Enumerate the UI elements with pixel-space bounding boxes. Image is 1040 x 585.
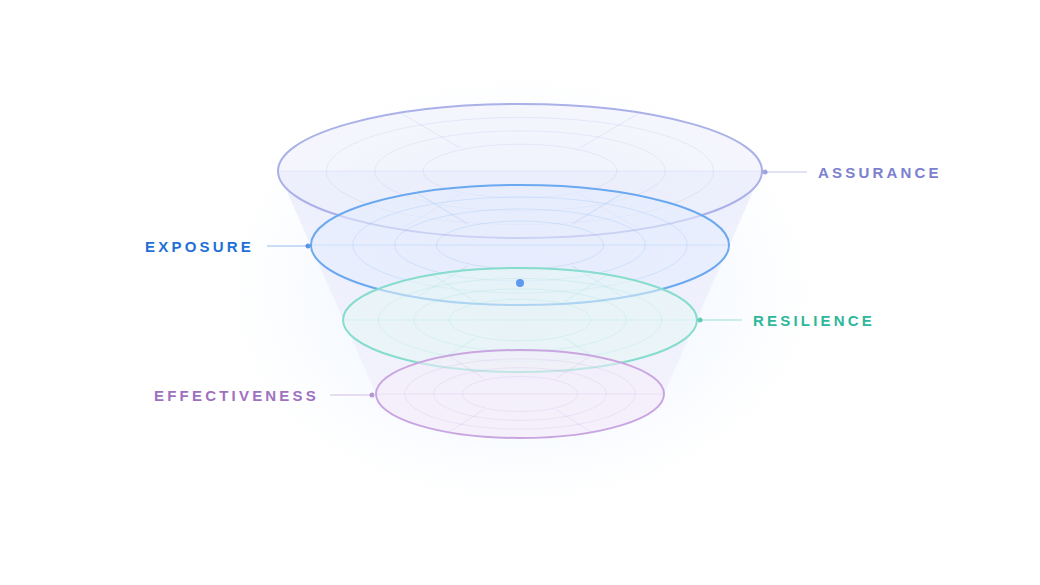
layer-label: EXPOSURE [145,239,254,254]
ring-fill [376,350,664,438]
layer-ring [376,350,664,438]
ring-spoke [556,355,592,378]
layer-label: ASSURANCE [818,165,942,180]
funnel-body [278,171,762,438]
leader-line [765,172,807,173]
center-dot [516,279,524,287]
leader-dot [698,318,703,323]
ring-spoke [416,192,468,224]
ring-outline [376,350,664,438]
ring-outline [311,185,729,305]
layer-label: EFFECTIVENESS [154,388,319,403]
ring-axis [311,245,729,246]
leader-dot [306,244,311,249]
ring-spoke [556,409,592,432]
leader-line [700,320,742,321]
ring-spoke [448,355,484,378]
layer-ring [311,185,729,305]
layer-label: RESILIENCE [753,313,875,328]
ring-spoke [572,192,624,224]
ring-spoke [448,409,484,432]
ring-fill [311,185,729,305]
leader-dot [763,170,768,175]
leader-dot [370,393,375,398]
ring-spoke [581,112,642,148]
leader-line [330,395,372,396]
background-glow [190,50,850,530]
ring-axis [343,320,697,321]
leader-line [267,246,308,247]
ring-spoke [564,274,608,302]
ring-axis [278,171,762,172]
ring-spoke [432,274,476,302]
ring-spoke [399,112,460,148]
ring-axis [376,394,664,395]
